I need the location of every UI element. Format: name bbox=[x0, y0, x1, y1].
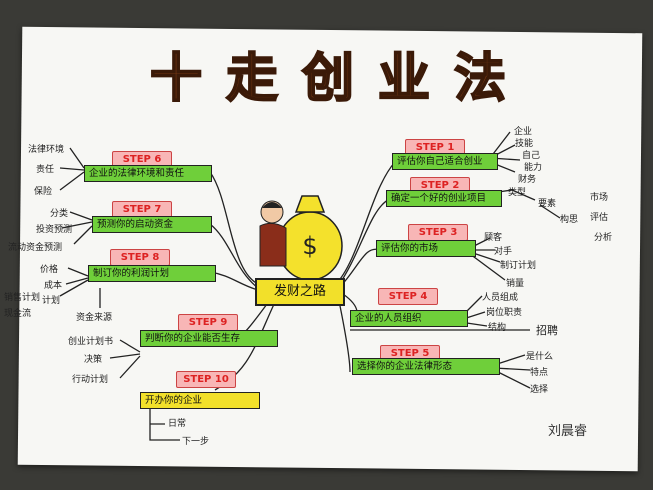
note-s7-2: 流动资金预测 bbox=[8, 243, 63, 253]
note-s2b-1: 评估 bbox=[590, 213, 609, 223]
note-s3-2: 制订计划 bbox=[500, 261, 537, 271]
note-capital: 资金来源 bbox=[76, 313, 113, 323]
step-4-bar: 企业的人员组织 bbox=[350, 310, 468, 327]
step-8-tag: STEP 8 bbox=[110, 249, 170, 266]
step-10-bar: 开办你的企业 bbox=[140, 392, 260, 409]
note-s3-0: 顾客 bbox=[484, 233, 503, 243]
note-s4-0: 人员组成 bbox=[482, 293, 519, 303]
note-s6-1: 责任 bbox=[36, 165, 55, 175]
step-1-bar: 评估你自己适合创业 bbox=[392, 153, 498, 170]
note-s2-2: 构思 bbox=[560, 215, 579, 225]
note-s8-1: 成本 bbox=[44, 281, 63, 291]
step-7-bar: 预测你的启动资金 bbox=[92, 216, 212, 233]
note-s6-2: 保险 bbox=[34, 187, 53, 197]
note-s9-1: 决策 bbox=[84, 355, 103, 365]
note-s2b-2: 分析 bbox=[594, 233, 613, 243]
note-s1-2: 自己 bbox=[522, 151, 541, 161]
money-bag-icon: $ bbox=[259, 195, 343, 281]
note-s4-2: 结构 bbox=[488, 323, 507, 333]
note-s1-4: 财务 bbox=[518, 175, 537, 185]
step-8-bar: 制订你的利润计划 bbox=[88, 265, 216, 282]
note-s7-0: 分类 bbox=[50, 209, 69, 219]
dollar-sign: $ bbox=[302, 232, 317, 260]
step-7-tag: STEP 7 bbox=[112, 201, 172, 218]
note-s8-0: 价格 bbox=[40, 265, 59, 275]
step-4-tag: STEP 4 bbox=[378, 288, 438, 305]
step-9-bar: 判断你的企业能否生存 bbox=[140, 330, 278, 347]
note-s8b-1: 现金流 bbox=[4, 309, 32, 319]
step-2-bar: 确定一个好的创业项目 bbox=[386, 190, 502, 207]
poster-title: 十走创业法 bbox=[149, 48, 530, 110]
note-s5-0: 是什么 bbox=[526, 352, 554, 362]
center-label: 发财之路 bbox=[255, 278, 345, 306]
note-s8-2: 计划 bbox=[42, 296, 61, 306]
note-s10-0: 日常 bbox=[168, 419, 187, 429]
note-s1-0: 企业 bbox=[514, 127, 533, 137]
note-s2-0: 类型 bbox=[508, 188, 527, 198]
author-signature: 刘晨睿 bbox=[548, 424, 588, 439]
note-s10-1: 下一步 bbox=[182, 437, 210, 447]
note-s2-1: 要素 bbox=[538, 199, 557, 209]
note-s4-1: 岗位职责 bbox=[486, 308, 523, 318]
note-s3-3: 销量 bbox=[506, 279, 525, 289]
step-6-bar: 企业的法律环境和责任 bbox=[84, 165, 212, 182]
step-3-bar: 评估你的市场 bbox=[376, 240, 476, 257]
note-s5-2: 选择 bbox=[530, 385, 549, 395]
note-s8b-0: 销售计划 bbox=[4, 293, 41, 303]
note-s9-0: 创业计划书 bbox=[68, 337, 114, 347]
note-s9-2: 行动计划 bbox=[72, 375, 109, 385]
note-s6-0: 法律环境 bbox=[28, 145, 65, 155]
note-s3-1: 对手 bbox=[494, 247, 513, 257]
step-9-tag: STEP 9 bbox=[178, 314, 238, 331]
step-5-bar: 选择你的企业法律形态 bbox=[352, 358, 500, 375]
note-s7-1: 投资预测 bbox=[36, 225, 73, 235]
note-s1-3: 能力 bbox=[524, 163, 543, 173]
note-s1-1: 技能 bbox=[515, 139, 534, 149]
step-3-tag: STEP 3 bbox=[408, 224, 468, 241]
note-s5-1: 特点 bbox=[530, 368, 549, 378]
note-s4-3: 招聘 bbox=[536, 324, 558, 337]
step-10-tag: STEP 10 bbox=[176, 371, 236, 388]
note-s2b-0: 市场 bbox=[590, 193, 609, 203]
